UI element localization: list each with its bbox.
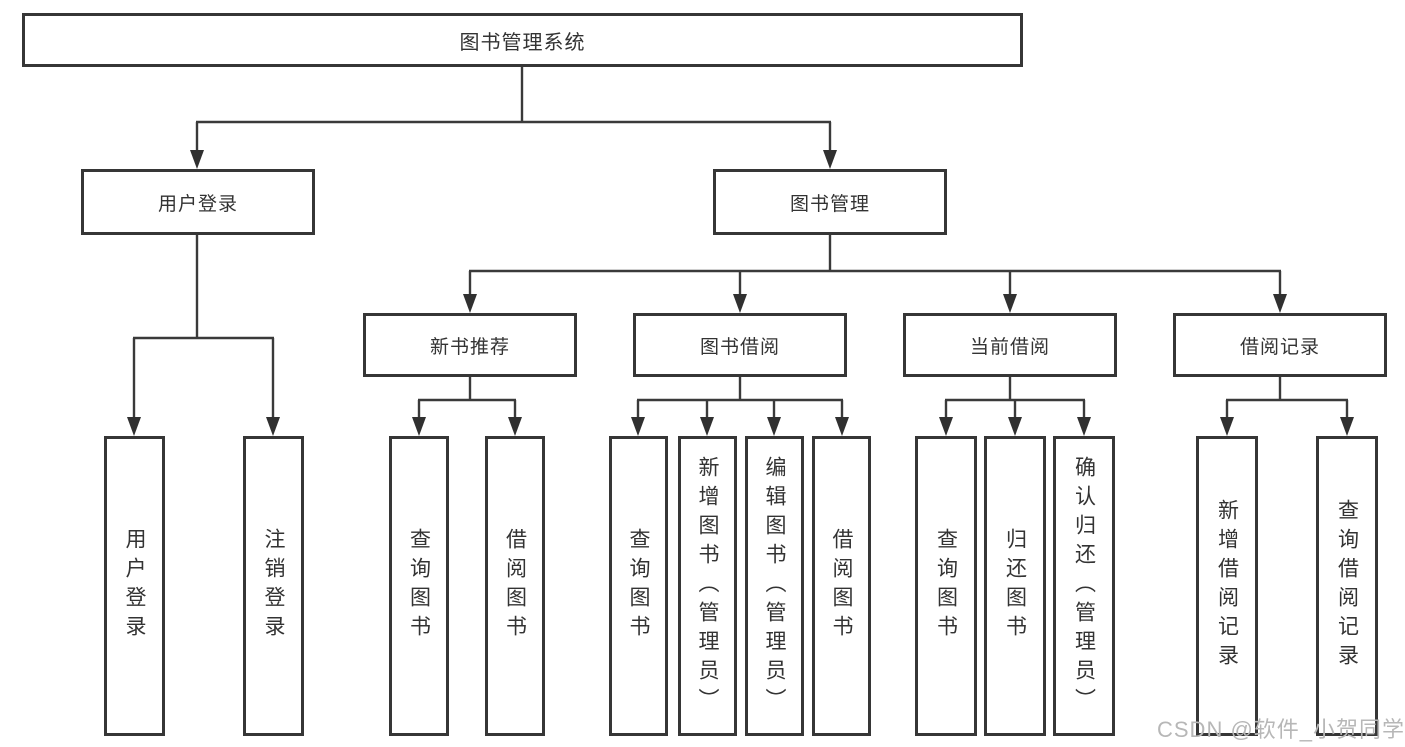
arrowhead-icon <box>1008 417 1022 436</box>
arrowhead-icon <box>1003 294 1017 313</box>
node-new-book-recommendation: 新书推荐 <box>363 313 577 377</box>
arrowhead-icon <box>412 417 426 436</box>
node-borrow-records: 借阅记录 <box>1173 313 1387 377</box>
leaf-borrow-books-recommend: 借阅图书 <box>485 436 545 736</box>
arrowhead-icon <box>266 417 280 436</box>
leaf-search-books-current: 查询图书 <box>915 436 977 736</box>
arrowhead-icon <box>1077 417 1091 436</box>
leaf-logout-login: 注销登录 <box>243 436 304 736</box>
connector-book-borrowing-to-leaves <box>631 377 849 436</box>
watermark: CSDN @软件_小贺同学 <box>1157 717 1405 742</box>
connector-borrow-records-to-leaves <box>1220 377 1354 436</box>
arrowhead-icon <box>835 417 849 436</box>
leaf-return-books: 归还图书 <box>984 436 1046 736</box>
arrowhead-icon <box>127 417 141 436</box>
arrowhead-icon <box>823 150 837 169</box>
node-library-management-system: 图书管理系统 <box>22 13 1023 67</box>
leaf-user-login: 用户登录 <box>104 436 165 736</box>
node-book-borrowing: 图书借阅 <box>633 313 847 377</box>
connector-root-to-level2 <box>190 67 837 169</box>
arrowhead-icon <box>190 150 204 169</box>
connector-current-borrowing-to-leaves <box>939 377 1091 436</box>
connector-book-management-to-level3 <box>463 235 1287 313</box>
leaf-edit-books-admin: 编辑图书（管理员） <box>745 436 804 736</box>
arrowhead-icon <box>767 417 781 436</box>
arrowhead-icon <box>1220 417 1234 436</box>
arrowhead-icon <box>463 294 477 313</box>
arrowhead-icon <box>631 417 645 436</box>
arrowhead-icon <box>1340 417 1354 436</box>
leaf-search-books-borrowing: 查询图书 <box>609 436 668 736</box>
arrowhead-icon <box>700 417 714 436</box>
node-current-borrowing: 当前借阅 <box>903 313 1117 377</box>
leaf-add-borrow-record: 新增借阅记录 <box>1196 436 1258 736</box>
connector-new-book-recommendation-to-leaves <box>412 377 522 436</box>
leaf-borrow-books: 借阅图书 <box>812 436 871 736</box>
arrowhead-icon <box>508 417 522 436</box>
arrowhead-icon <box>733 294 747 313</box>
arrowhead-icon <box>1273 294 1287 313</box>
arrowhead-icon <box>939 417 953 436</box>
leaf-confirm-return-admin: 确认归还（管理员） <box>1053 436 1115 736</box>
leaf-search-borrow-record: 查询借阅记录 <box>1316 436 1378 736</box>
node-book-management-branch: 图书管理 <box>713 169 947 235</box>
node-user-login-branch: 用户登录 <box>81 169 315 235</box>
connector-user-login-to-leaves <box>127 235 280 436</box>
leaf-search-books-recommend: 查询图书 <box>389 436 449 736</box>
leaf-add-books-admin: 新增图书（管理员） <box>678 436 737 736</box>
